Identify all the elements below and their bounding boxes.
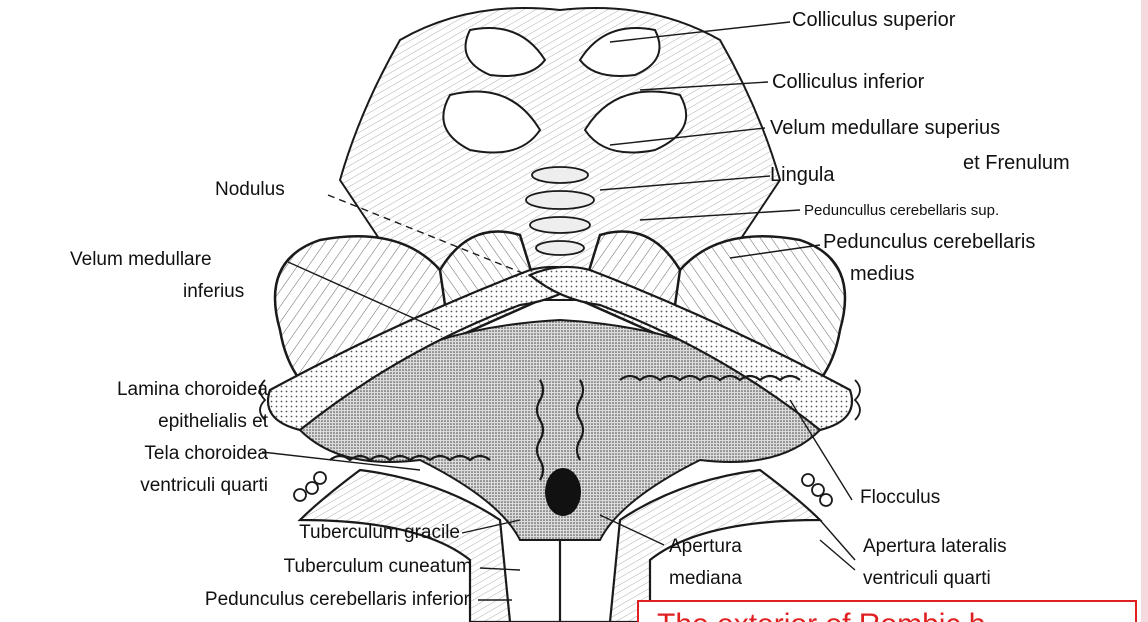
label-nodulus: Nodulus (215, 180, 285, 199)
label-lingula: Lingula (770, 165, 835, 185)
label-apertura-mediana-line1: Apertura (669, 537, 742, 556)
label-pedunculus-medius-line1: Pedunculus cerebellaris (823, 232, 1035, 252)
label-lamina-line4: ventriculi quarti (12, 476, 268, 495)
label-flocculus: Flocculus (860, 488, 940, 507)
label-velum-inferius-line2: inferius (183, 282, 244, 301)
label-tuberculum-cuneatum: Tuberculum cuneatum (100, 557, 472, 576)
label-pedunculus-medius-line2: medius (850, 264, 914, 284)
caption-text: The exterior of Rombic b (657, 610, 985, 622)
label-lamina-line2: epithelialis et (12, 412, 268, 431)
label-apertura-lateralis-line2: ventriculi quarti (863, 569, 991, 588)
apertura-mediana-opening (545, 468, 581, 516)
label-apertura-mediana-line2: mediana (669, 569, 742, 588)
label-tuberculum-gracile: Tuberculum gracile (100, 523, 460, 542)
slide-border (1141, 0, 1148, 622)
label-velum-superius-line2: et Frenulum (963, 153, 1070, 173)
caption-box: The exterior of Rombic b (637, 600, 1137, 622)
label-pedunculus-sup: Peduncullus cerebellaris sup. (804, 203, 999, 218)
label-velum-inferius-line1: Velum medullare (70, 250, 212, 269)
label-apertura-lateralis-line1: Apertura lateralis (863, 537, 1007, 556)
label-colliculus-inferior: Colliculus inferior (772, 72, 924, 92)
label-lamina-line1: Lamina choroidea (12, 380, 268, 399)
label-pedunculus-inferior: Pedunculus cerebellaris inferior (60, 590, 470, 609)
label-lamina-line3: Tela choroidea (12, 444, 268, 463)
label-colliculus-superior: Colliculus superior (792, 10, 955, 30)
label-velum-superius-line1: Velum medullare superius (770, 118, 1000, 138)
